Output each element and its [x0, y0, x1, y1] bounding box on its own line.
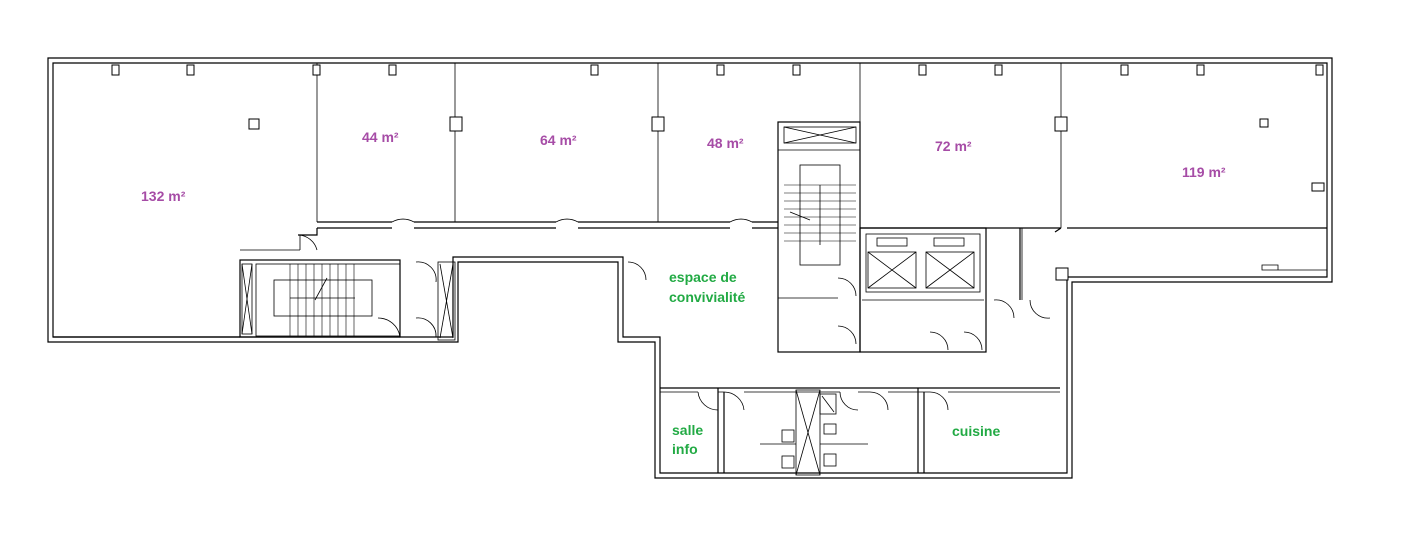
espace-label-line1: espace de — [669, 269, 737, 285]
doors — [297, 218, 1051, 411]
columns — [111, 64, 1325, 281]
room-72-label: 72 m² — [935, 138, 972, 154]
room-44-label: 44 m² — [362, 129, 399, 145]
cuisine-label: cuisine — [952, 423, 1000, 439]
outer-walls — [47, 57, 1333, 479]
salle-label-line1: salle — [672, 422, 703, 438]
room-132-label: 132 m² — [141, 188, 186, 204]
espace-label-line2: convivialité — [669, 289, 745, 305]
central-core — [777, 121, 987, 353]
function-labels: espace de convivialité salle info cuisin… — [669, 269, 1000, 457]
bottom-rooms — [660, 387, 1060, 476]
salle-label-line2: info — [672, 441, 698, 457]
room-48-label: 48 m² — [707, 135, 744, 151]
room-119-label: 119 m² — [1182, 164, 1226, 180]
left-stairwell — [239, 259, 456, 341]
room-64-label: 64 m² — [540, 132, 577, 148]
area-labels: 132 m² 44 m² 64 m² 48 m² 72 m² 119 m² — [141, 129, 1226, 204]
